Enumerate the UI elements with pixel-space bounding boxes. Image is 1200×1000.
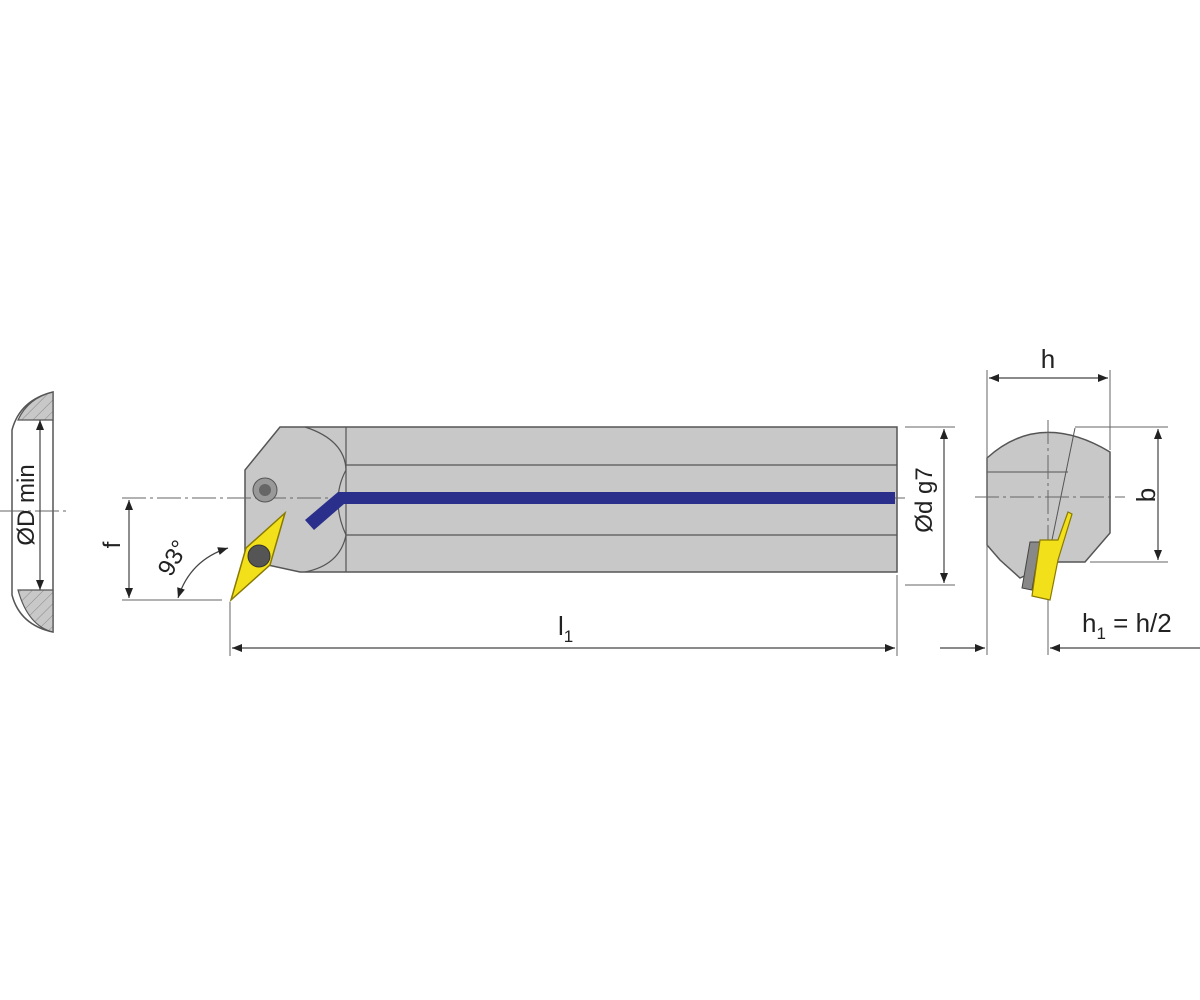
clamp-screw-icon [252,477,278,503]
coolant-channel [305,492,895,530]
boring-bar-side-view [122,426,905,603]
length-label: l1 [558,611,573,646]
h-label: h [1041,344,1055,374]
boring-bar-end-view [975,420,1125,601]
end-view-insert [1031,511,1073,601]
bore-wall-hatch-bottom [17,589,54,633]
h1-dimension: h1 = h/2 [940,600,1200,655]
length-dimension: l1 [229,575,898,656]
h-dimension: h [986,344,1111,655]
f-dimension: f [99,500,222,601]
b-label: b [1131,488,1161,502]
angle-label: 93° [153,536,195,581]
cutting-insert [229,510,287,603]
insert-shim [1021,541,1041,591]
bore-section: ØD min [0,391,68,633]
b-dimension: b [1075,426,1168,563]
angle-dimension: 93° [153,536,229,599]
f-label: f [99,541,126,548]
bore-min-label: ØD min [13,464,40,545]
h1-label: h1 = h/2 [1082,608,1172,643]
shank-diameter-dimension: Ød g7 [905,426,955,586]
bore-wall-hatch-top [17,391,54,421]
shank-diameter-label: Ød g7 [911,467,938,532]
